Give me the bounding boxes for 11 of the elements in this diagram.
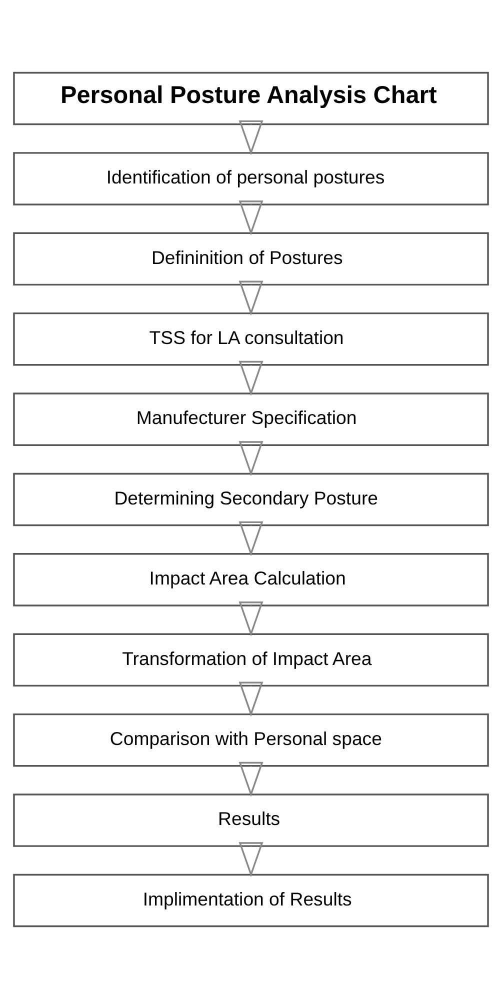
arrow xyxy=(238,842,264,877)
node-box: Implimentation of Results xyxy=(13,873,489,927)
arrow xyxy=(238,120,264,155)
arrow xyxy=(238,280,264,316)
arrow xyxy=(238,360,264,396)
arrow xyxy=(238,520,264,556)
arrow xyxy=(238,200,264,235)
arrow xyxy=(238,681,264,716)
arrow xyxy=(238,761,264,796)
arrow xyxy=(238,440,264,476)
arrow xyxy=(238,601,264,636)
